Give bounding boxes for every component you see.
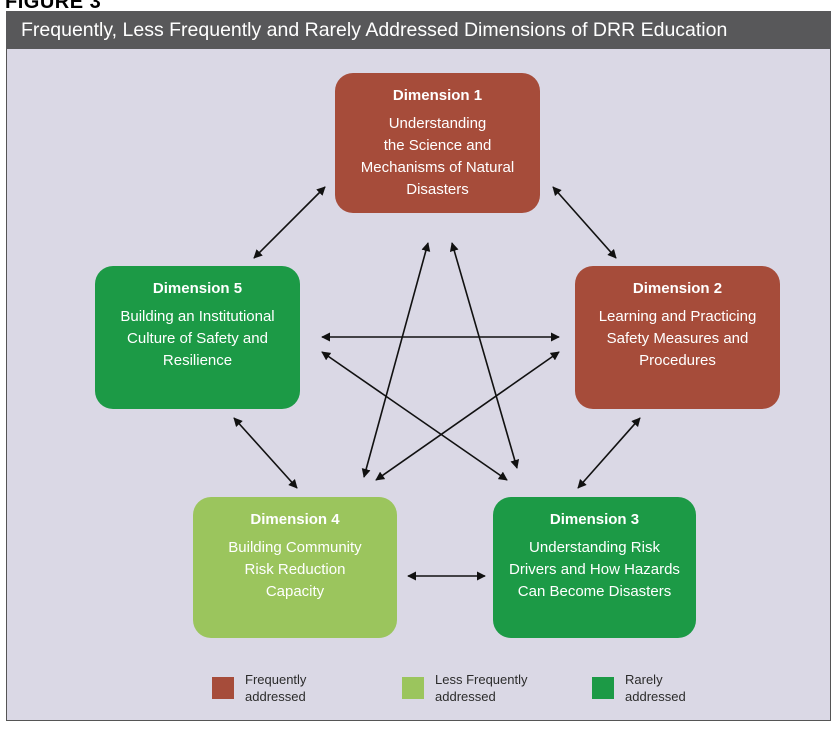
dimension-1-description: Understanding the Science and Mechanisms…: [360, 115, 515, 198]
legend-swatch-rarely: [592, 677, 614, 699]
dimension-1-box: Dimension 1 Understanding the Science an…: [335, 73, 540, 213]
legend-rarely: Rarely addressed: [592, 671, 686, 705]
dimension-1-title: Dimension 1: [392, 87, 483, 104]
dimension-4-description: Building Community Risk Reduction Capaci…: [228, 539, 362, 600]
dimension-5-box: Dimension 5 Building an Institutional Cu…: [95, 266, 300, 409]
arrow-d5-d1: [253, 186, 326, 259]
legend-label-less-frequently: Less Frequently addressed: [435, 672, 528, 704]
dimension-2-title: Dimension 2: [632, 280, 723, 297]
arrow-d4-d5: [233, 417, 298, 489]
legend-label-rarely: Rarely addressed: [625, 672, 686, 704]
arrow-d2-d3: [577, 417, 641, 489]
dimension-4-box: Dimension 4 Building Community Risk Redu…: [193, 497, 397, 638]
legend-less-frequently: Less Frequently addressed: [402, 671, 528, 705]
dimension-2-description: Learning and Practicing Safety Measures …: [598, 308, 757, 369]
figure-label: FIGURE 3: [5, 0, 102, 13]
dimension-5-description: Building an Institutional Culture of Saf…: [120, 308, 275, 369]
legend-label-frequently: Frequently addressed: [245, 672, 307, 704]
dimension-4-title: Dimension 4: [250, 511, 340, 528]
arrow-d2-d4: [375, 351, 560, 481]
legend-swatch-less-frequently: [402, 677, 424, 699]
legend-swatch-frequently: [212, 677, 234, 699]
dimension-2-box: Dimension 2 Learning and Practicing Safe…: [575, 266, 780, 409]
dimension-3-box: Dimension 3 Understanding Risk Drivers a…: [493, 497, 696, 638]
arrow-d1-d2: [552, 186, 617, 259]
arrow-d1-d4: [361, 242, 431, 478]
dimension-3-title: Dimension 3: [549, 511, 640, 528]
dimension-3-description: Understanding Risk Drivers and How Hazar…: [509, 539, 680, 600]
figure-title: Frequently, Less Frequently and Rarely A…: [6, 11, 831, 49]
dimension-5-title: Dimension 5: [152, 280, 243, 297]
arrow-d1-d3: [449, 242, 520, 469]
legend-frequently: Frequently addressed: [212, 671, 306, 705]
arrow-d5-d3: [321, 351, 508, 481]
